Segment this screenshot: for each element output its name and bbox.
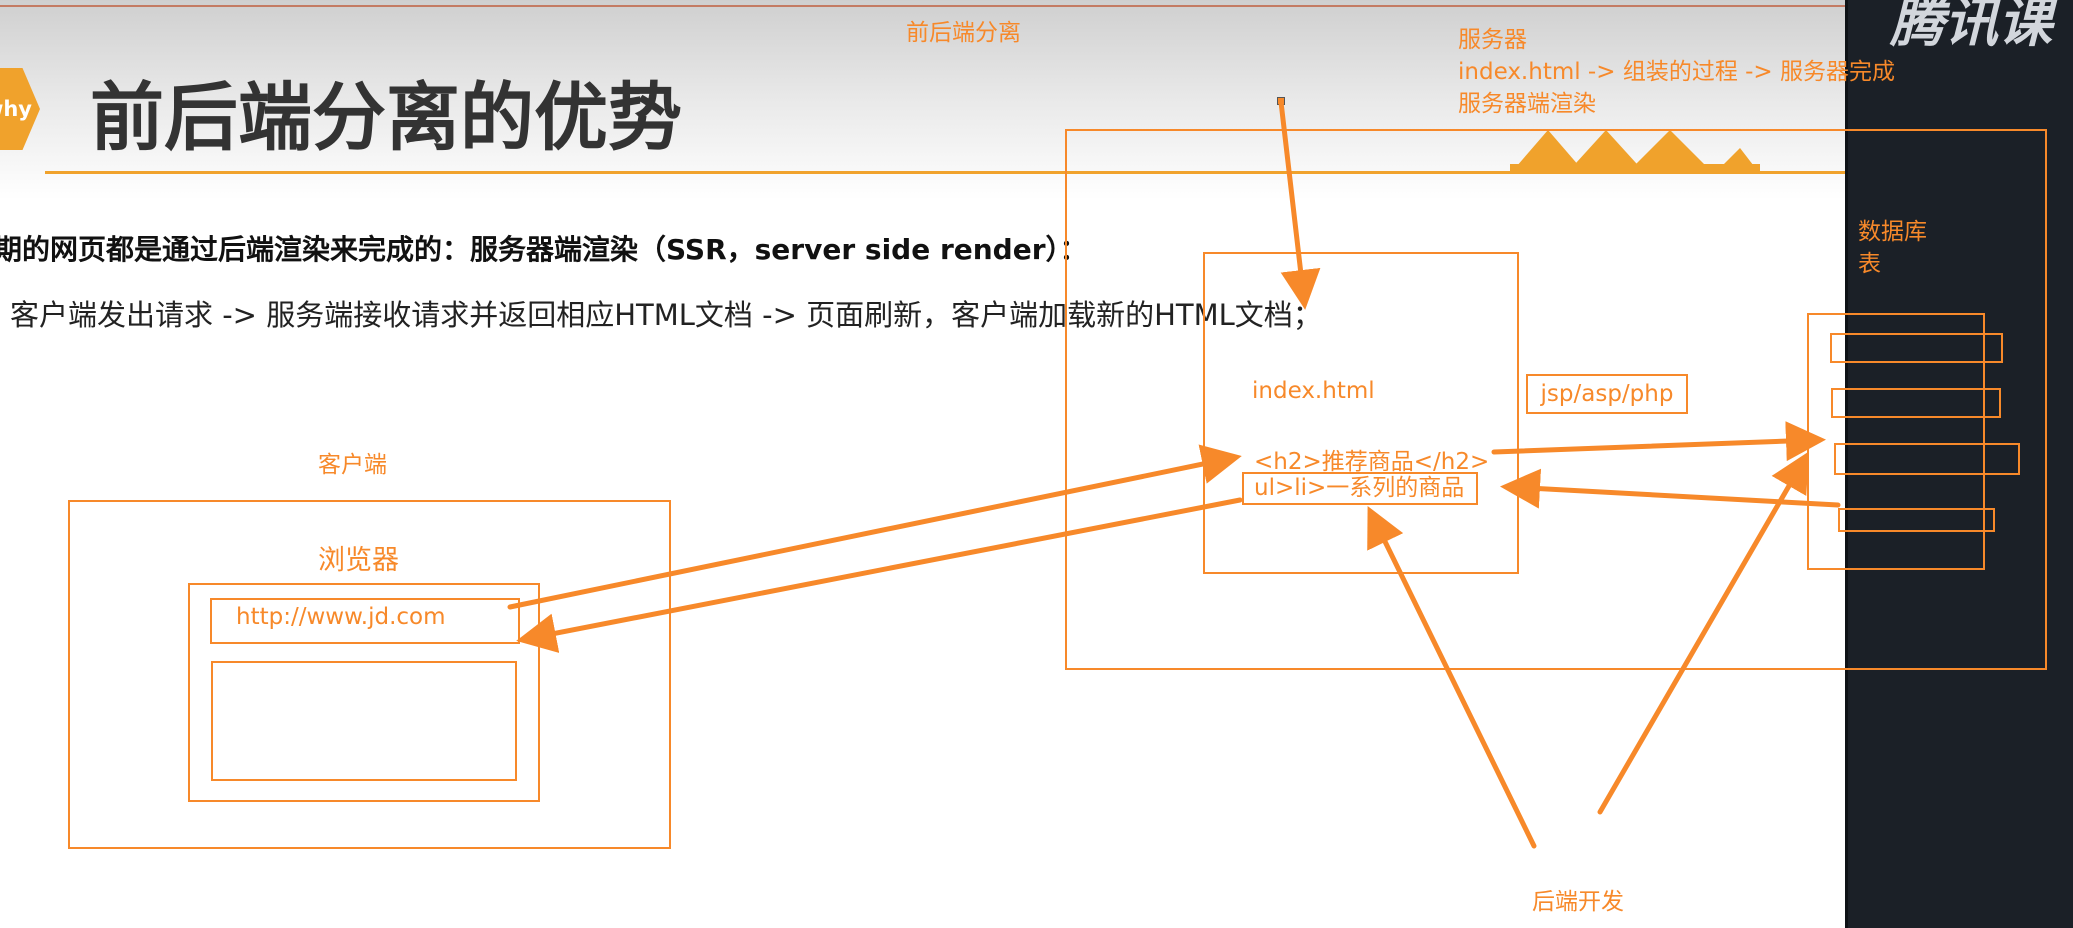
db-table-row-1 — [1830, 333, 2003, 363]
index-html-box — [1203, 252, 1519, 574]
index-html-label: index.html — [1252, 378, 1375, 404]
title-underline — [45, 171, 1845, 174]
backend-dev-label: 后端开发 — [1532, 889, 1624, 915]
page-content-box — [211, 661, 517, 781]
table-label: 表 — [1858, 251, 1881, 277]
separation-label: 前后端分离 — [906, 20, 1021, 46]
server-render-note: 服务器端渲染 — [1458, 91, 1596, 117]
h2-code: <h2>推荐商品</h2> — [1254, 449, 1490, 475]
browser-label: 浏览器 — [318, 545, 399, 576]
top-divider — [0, 5, 1845, 7]
server-title: 服务器 — [1458, 27, 1527, 53]
tech-stack-label: jsp/asp/php — [1526, 374, 1688, 414]
ul-code: ul>li>一系列的商品 — [1242, 472, 1478, 505]
db-table-row-3 — [1834, 443, 2020, 475]
browser-window-box — [188, 583, 540, 802]
selection-handle[interactable] — [1277, 97, 1285, 105]
side-panel: 腾讯课 — [1845, 0, 2073, 928]
slide-text-ssr: 期的网页都是通过后端渲染来完成的：服务器端渲染（SSR，server side … — [0, 233, 1088, 266]
db-table-row-2 — [1831, 388, 2001, 418]
mountain-decoration — [1510, 130, 1760, 174]
server-process-note: index.html -> 组装的过程 -> 服务器完成 — [1458, 59, 1896, 85]
app-logo: 腾讯课 — [1890, 0, 2052, 54]
db-table-row-4 — [1838, 508, 1995, 532]
client-label: 客户端 — [318, 452, 387, 478]
slide-text-flow: 客户端发出请求 -> 服务端接收请求并返回相应HTML文档 -> 页面刷新，客户… — [10, 298, 1322, 332]
slide-title: 前后端分离的优势 — [90, 75, 682, 161]
server-box — [1065, 129, 2047, 670]
database-label: 数据库 — [1858, 219, 1927, 245]
url-text: http://www.jd.com — [236, 604, 446, 630]
client-box — [68, 500, 671, 849]
